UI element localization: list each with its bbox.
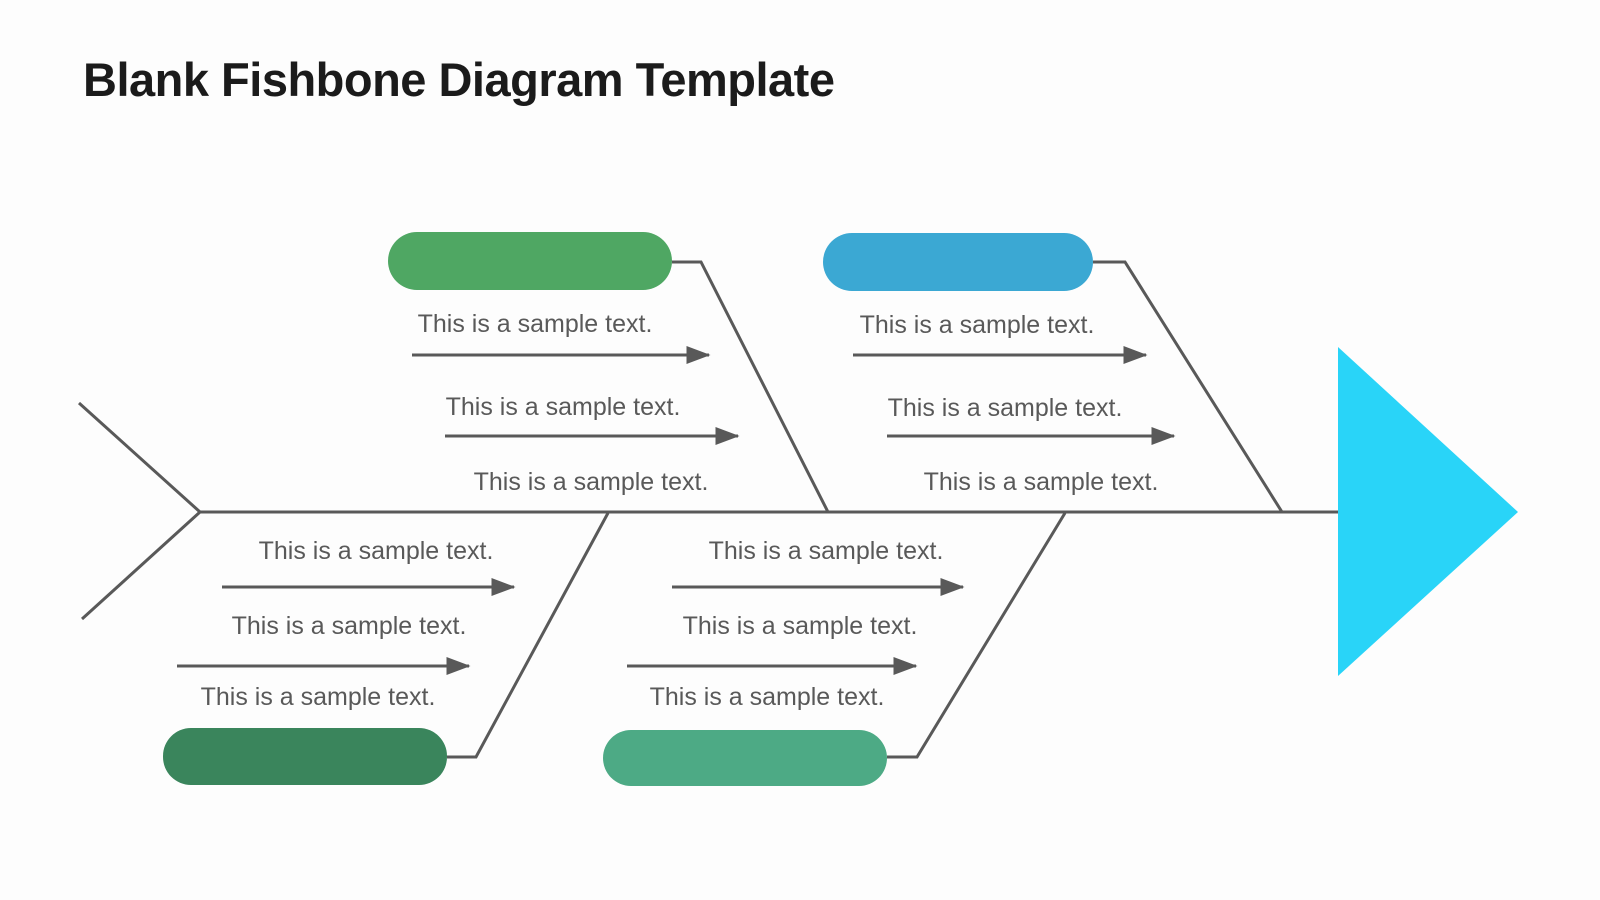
sample-text-label: This is a sample text. [446, 393, 681, 421]
sample-text-label: This is a sample text. [474, 468, 709, 496]
page-title: Blank Fishbone Diagram Template [83, 53, 835, 106]
sample-text-label: This is a sample text. [924, 468, 1159, 496]
fish-head-triangle [1338, 347, 1518, 676]
sample-text-label: This is a sample text. [860, 311, 1095, 339]
branch-connector-bottom-middle [887, 512, 1067, 759]
branch-connector-top-right [1093, 260, 1284, 513]
category-pill-top-left [388, 232, 672, 290]
sample-text-label: This is a sample text. [259, 537, 494, 565]
sample-text-label: This is a sample text. [888, 394, 1123, 422]
sample-text-label: This is a sample text. [201, 683, 436, 711]
category-pill-bottom-middle [603, 730, 887, 786]
branch-connector-top-left [672, 260, 830, 513]
sample-text-label: This is a sample text. [418, 310, 653, 338]
sample-text-label: This is a sample text. [709, 537, 944, 565]
branch-connector-bottom-left [447, 512, 610, 759]
sample-text-label: This is a sample text. [683, 612, 918, 640]
category-pill-top-right [823, 233, 1093, 291]
fish-tail-lower-line [80, 510, 202, 621]
category-pill-bottom-left [163, 728, 447, 785]
sample-text-label: This is a sample text. [650, 683, 885, 711]
sample-text-label: This is a sample text. [232, 612, 467, 640]
fish-tail-upper-line [77, 401, 202, 514]
